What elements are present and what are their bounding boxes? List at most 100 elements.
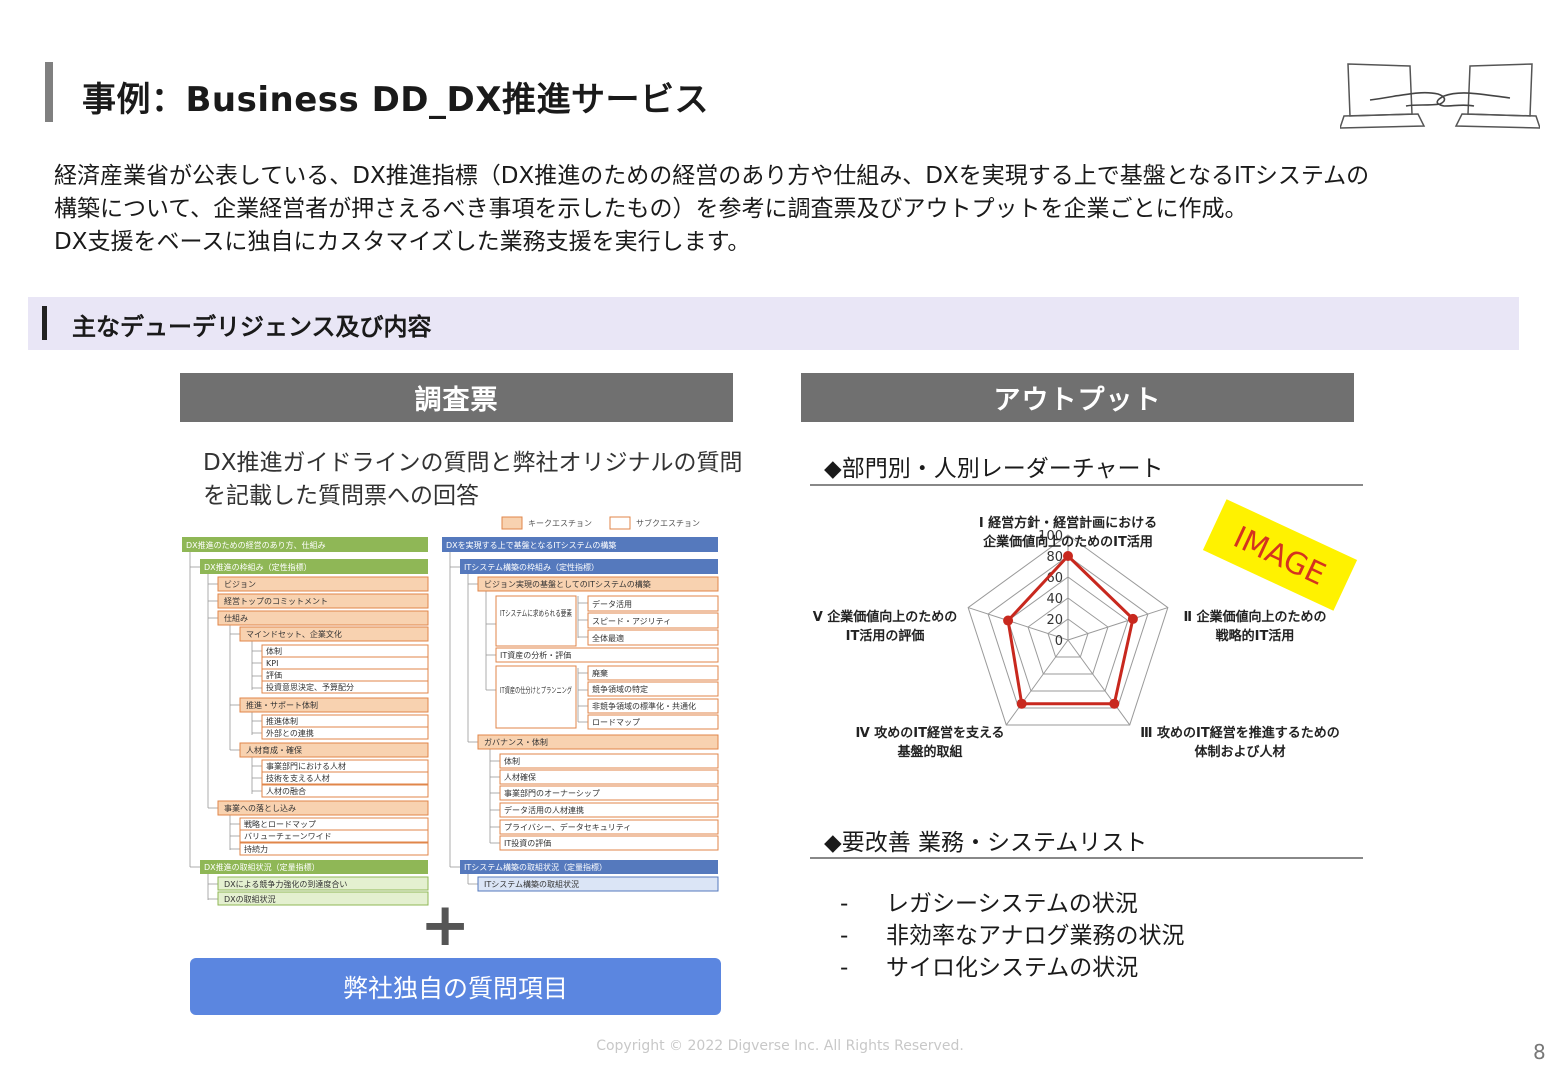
image-stamp: IMAGE	[1202, 499, 1358, 611]
legend-sub-swatch	[609, 516, 631, 530]
tree-key-node	[217, 593, 429, 609]
legend-key-swatch	[501, 516, 523, 530]
section-band	[28, 297, 1519, 350]
tree-node-label: スピード・アジリティ	[592, 617, 671, 626]
tree-sub-node	[587, 665, 719, 681]
radar-tick-label: 100	[1038, 529, 1063, 544]
left-tree-root-label: DX推進のための経営のあり方、仕組み	[186, 540, 326, 550]
bullet-dash: -	[840, 955, 849, 981]
right-tree-root-label: DXを実現する上で基盤となるITシステムの構築	[446, 540, 616, 550]
section-title: 主なデューデリジェンス及び内容	[72, 313, 432, 341]
tree-node-label: 技術を支える人材	[266, 773, 330, 783]
radar-data-point	[1127, 613, 1138, 624]
tree-sub-node	[261, 784, 429, 798]
handshake-laptops-logo	[1340, 63, 1540, 129]
section-accent-bar	[42, 306, 47, 340]
tree-node-label: 競争領域の特定	[592, 684, 648, 694]
radar-axis-label: 基盤的取組	[896, 744, 962, 760]
question-tree-diagram: キークエスチョン サブクエスチョン DX推進のための経営のあり方、仕組み DX推…	[182, 516, 719, 906]
radar-grid-ring	[1007, 576, 1129, 692]
plus-sign: +	[420, 890, 471, 960]
tree-sub-node	[587, 612, 719, 629]
tree-node-label: ロードマップ	[592, 718, 640, 727]
tree-node-label: ガバナンス・体制	[484, 737, 548, 747]
radar-axis-label: IT活用の評価	[846, 628, 925, 644]
tree-node-label: 事業部門のオーナーシップ	[504, 788, 600, 798]
radar-tick-label: 80	[1046, 550, 1063, 565]
divider	[810, 484, 1363, 486]
right-tree-group1	[460, 559, 718, 574]
right-tree-group1-label: ITシステム構築の枠組み（定性指標）	[464, 562, 599, 572]
tree-node-label: ITシステム構築の取組状況	[484, 879, 579, 889]
tree-node-label: 廃棄	[592, 668, 608, 678]
legend-sub-label: サブクエスチョン	[636, 518, 700, 528]
radar-axis-label: 企業価値向上のためのIT活用	[982, 534, 1153, 550]
tree-node-label: 非競争領域の標準化・共通化	[592, 701, 696, 711]
tree-sub-node	[495, 665, 577, 729]
right-tree-group2-label: ITシステム構築の取組状況（定量指標）	[464, 862, 607, 872]
tree-sub-node	[499, 753, 719, 769]
survey-description-line: DX推進ガイドラインの質問と弊社オリジナルの質問	[203, 450, 743, 476]
list-item-label: レガシーシステムの状況	[886, 891, 1138, 917]
tree-node-label: IT資産の分析・評価	[500, 650, 571, 660]
tree-sub-node	[261, 680, 429, 694]
page-number: 8	[1533, 1040, 1546, 1064]
survey-description-line: を記載した質問票への回答	[203, 483, 479, 509]
radar-data-point	[1016, 698, 1027, 709]
tree-node-label: 事業部門における人材	[266, 761, 346, 771]
right-tree-root	[442, 537, 718, 552]
tree-node-label: IT投資の評価	[504, 838, 551, 848]
left-tree-group2-label: DX推進の取組状況（定量指標）	[204, 862, 320, 872]
radar-spoke	[967, 607, 1069, 641]
tree-sub-node	[261, 668, 429, 682]
tree-node-label: 持続力	[244, 844, 268, 854]
tree-sub-node	[587, 629, 719, 646]
tree-sub-node	[499, 835, 719, 851]
right-tree-connectors	[449, 552, 588, 885]
tree-key-node	[217, 576, 429, 592]
right-tree-group2	[460, 860, 718, 874]
tree-node-label: DXの取組状況	[224, 894, 276, 904]
tree-sub-node	[261, 644, 429, 658]
radar-tick-label: 0	[1055, 634, 1063, 649]
tree-node-label: 人材育成・確保	[246, 745, 302, 755]
tree-sub-node	[587, 698, 719, 714]
tree-sub-node	[495, 647, 719, 663]
tree-node-label: 経営トップのコミットメント	[224, 596, 328, 606]
left-tree-group1	[200, 559, 428, 574]
radar-axis-label: Ⅳ 攻めのIT経営を支える	[855, 725, 1004, 741]
left-tree-connectors	[189, 552, 262, 900]
improvement-list-title: ◆要改善 業務・システムリスト	[824, 830, 1148, 856]
radar-axis-label: Ⅴ 企業価値向上のための	[813, 609, 958, 625]
list-item-label: サイロ化システムの状況	[886, 955, 1139, 981]
radar-axis-label: Ⅲ 攻めのIT経営を推進するための	[1140, 725, 1340, 741]
radar-axis-label: Ⅰ 経営方針・経営計画における	[979, 515, 1157, 531]
tree-node-label: 体制	[504, 756, 520, 766]
list-item-label: 非効率なアナログ業務の状況	[886, 923, 1185, 949]
own-questions-button[interactable]: 弊社独自の質問項目	[190, 958, 721, 1015]
tree-node-label: ITシステムに求められる要素	[500, 608, 572, 618]
tree-node-label: KPI	[266, 659, 278, 668]
radar-data-point	[1003, 615, 1014, 626]
radar-data-point	[1063, 551, 1073, 561]
left-tree-root	[182, 537, 428, 552]
tree-node-label: 人材確保	[504, 772, 536, 782]
tree-node-label: ビジョン実現の基盤としてのITシステムの構築	[484, 579, 651, 589]
radar-section-title: ◆部門別・人別レーダーチャート	[824, 456, 1164, 482]
tree-quant-node	[217, 876, 429, 891]
tree-key-node	[239, 742, 429, 758]
tree-sub-node	[499, 819, 719, 835]
radar-spoke	[1005, 639, 1069, 726]
tree-sub-node	[499, 802, 719, 818]
tree-quant-node	[477, 876, 719, 892]
radar-spoke	[1067, 607, 1169, 641]
tree-sub-node	[587, 714, 719, 730]
tree-node-label: プライバシー、データセキュリティ	[504, 822, 631, 832]
survey-description: DX推進ガイドラインの質問と弊社オリジナルの質問 を記載した質問票への回答	[203, 447, 743, 513]
tree-key-node	[477, 734, 719, 750]
intro-line: 経済産業省が公表している、DX推進指標（DX推進のための経営のあり方や仕組み、D…	[54, 163, 1370, 189]
tree-node-label: 推進・サポート体制	[246, 700, 318, 710]
tree-key-node	[239, 626, 429, 642]
